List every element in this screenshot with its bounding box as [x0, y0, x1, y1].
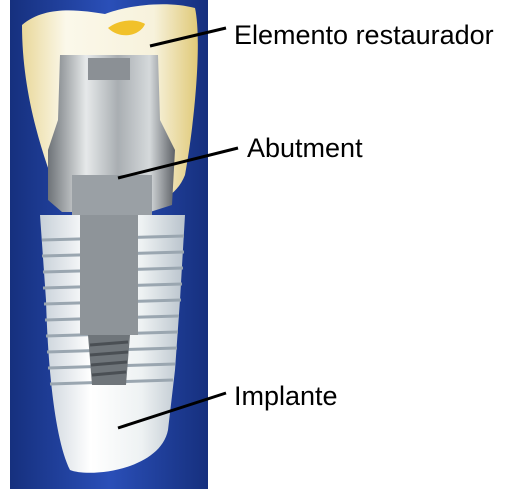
inner-screw-shaft: [80, 215, 138, 335]
abutment-neck: [72, 175, 152, 215]
label-implante: Implante: [234, 383, 338, 410]
label-elemento-restaurador: Elemento restaurador: [234, 22, 494, 49]
label-abutment: Abutment: [247, 135, 363, 162]
abutment-screw-head: [88, 58, 130, 80]
